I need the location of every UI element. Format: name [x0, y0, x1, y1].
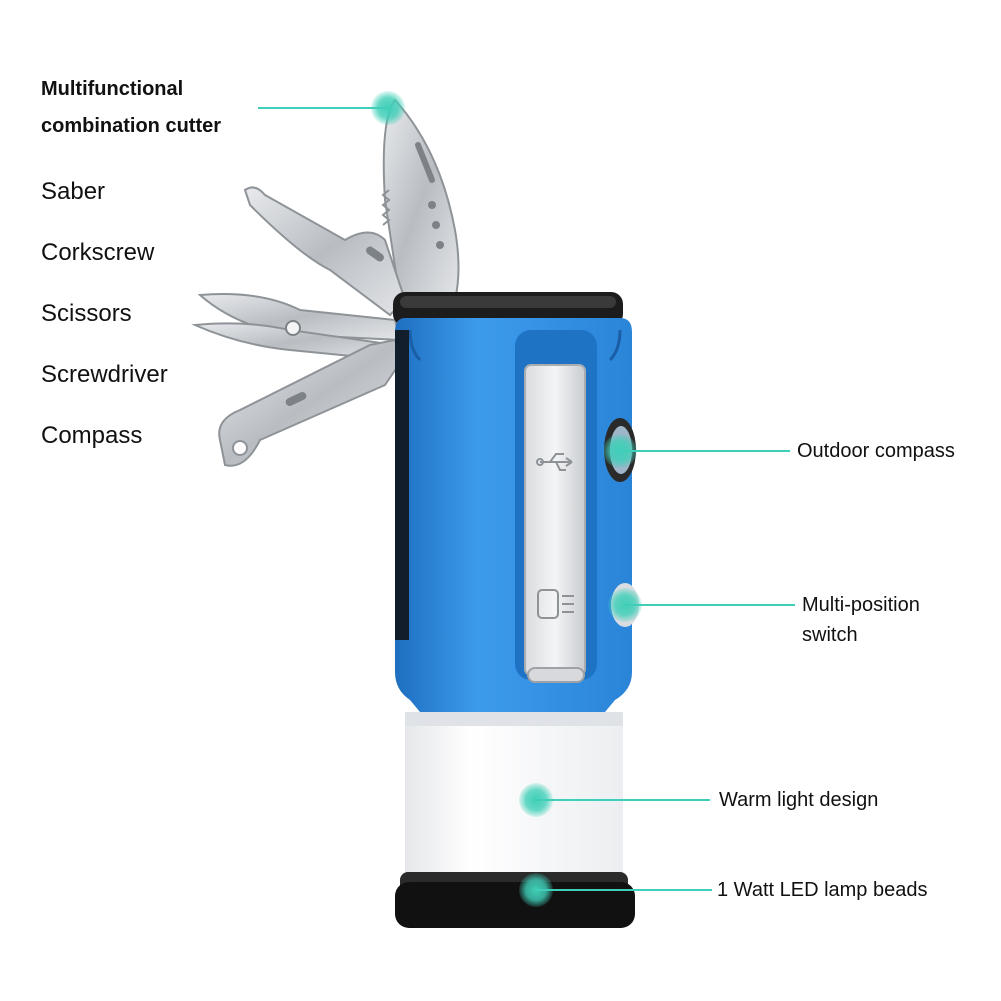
switch-callout-dot [608, 588, 642, 622]
led-callout-dot [519, 873, 553, 907]
top-cap [393, 292, 623, 326]
corkscrew-label: Corkscrew [41, 239, 155, 266]
cutter-label-line1: Multifunctional [41, 78, 184, 100]
cutter-callout-dot [371, 91, 405, 125]
screwdriver-tool [218, 338, 404, 467]
saber-blade [381, 98, 460, 301]
belt-clip [515, 330, 597, 683]
switch-callout-line2: switch [802, 624, 858, 646]
compass-label: Compass [41, 422, 143, 449]
outdoor-compass-callout: Outdoor compass [797, 440, 955, 462]
corkscrew-tool [243, 186, 407, 317]
light-mode-icon [537, 589, 574, 619]
led-beads-callout: 1 Watt LED lamp beads [717, 879, 928, 901]
usb-icon [536, 453, 573, 471]
scissors-label: Scissors [41, 300, 132, 327]
bottom-cap [395, 872, 635, 928]
saber-label: Saber [41, 178, 106, 205]
screwdriver-label: Screwdriver [41, 361, 168, 388]
light-diffuser [405, 712, 623, 882]
warm-light-callout: Warm light design [719, 789, 879, 811]
cutter-label-line2: combination cutter [41, 115, 222, 137]
warm-light-callout-dot [519, 783, 553, 817]
switch-callout-line1: Multi-position [802, 594, 920, 616]
compass-callout-dot [603, 434, 637, 468]
